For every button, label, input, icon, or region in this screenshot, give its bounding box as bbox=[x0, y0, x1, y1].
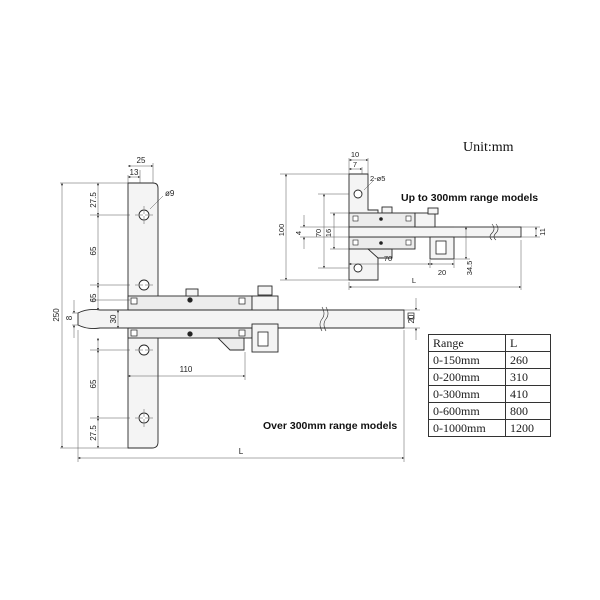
large-hole-3 bbox=[138, 344, 150, 356]
range-cell: 0-150mm bbox=[428, 351, 506, 369]
header-L: L bbox=[505, 334, 551, 352]
dim-27-5-bottom: 27.5 bbox=[89, 425, 98, 441]
table-row: 0-150mm 260 bbox=[428, 351, 551, 369]
header-range: Range bbox=[428, 334, 506, 352]
dim-11: 11 bbox=[538, 228, 547, 236]
dim-30: 30 bbox=[109, 314, 118, 323]
dim-70-horizontal: 70 bbox=[384, 254, 392, 263]
large-hole-1 bbox=[138, 209, 150, 221]
dim-13: 13 bbox=[130, 168, 139, 177]
range-table-header: Range L bbox=[428, 334, 551, 352]
dim-110: 110 bbox=[180, 365, 193, 374]
large-slider-knob bbox=[257, 285, 273, 296]
dim-hole-diameter: ø9 bbox=[165, 189, 175, 198]
large-model-drawing: 25 13 ø9 27.5 65 65 250 8 30 65 110 27.5… bbox=[52, 156, 420, 462]
small-model-drawing: 10 7 2-ø5 100 70 16 4 70 20 34.5 11 L Up… bbox=[277, 150, 547, 290]
small-main-beam bbox=[348, 226, 522, 238]
dim-4: 4 bbox=[294, 231, 303, 235]
dim-70-vertical: 70 bbox=[314, 229, 323, 237]
large-hole-4 bbox=[138, 412, 150, 424]
range-cell: 0-600mm bbox=[428, 402, 506, 420]
length-cell: 1200 bbox=[505, 419, 551, 437]
dim-27-5-top: 27.5 bbox=[89, 192, 98, 208]
dim-2-holes: 2-ø5 bbox=[370, 174, 385, 183]
table-row: 0-1000mm 1200 bbox=[428, 419, 551, 437]
range-table: Range L 0-150mm 260 0-200mm 310 0-300mm … bbox=[428, 334, 551, 437]
small-hole-2 bbox=[353, 263, 363, 273]
range-cell: 0-200mm bbox=[428, 368, 506, 386]
table-row: 0-600mm 800 bbox=[428, 402, 551, 420]
dim-7: 7 bbox=[353, 160, 357, 169]
small-lock-knob bbox=[381, 206, 393, 214]
unit-label: Unit:mm bbox=[463, 140, 514, 155]
table-row: 0-200mm 310 bbox=[428, 368, 551, 386]
large-slider-block bbox=[251, 295, 279, 311]
table-row: 0-300mm 410 bbox=[428, 385, 551, 403]
small-slider-head bbox=[414, 212, 436, 228]
dim-100: 100 bbox=[277, 224, 286, 237]
length-cell: 410 bbox=[505, 385, 551, 403]
large-lock-knob bbox=[185, 288, 199, 297]
dim-250: 250 bbox=[52, 308, 61, 322]
dim-20-large: 20 bbox=[407, 314, 416, 323]
range-cell: 0-300mm bbox=[428, 385, 506, 403]
caption-small-model: Up to 300mm range models bbox=[401, 192, 538, 204]
dim-34-5: 34.5 bbox=[465, 261, 474, 276]
dim-65-b: 65 bbox=[89, 293, 98, 302]
large-main-beam bbox=[77, 308, 405, 330]
large-hole-2 bbox=[138, 279, 150, 291]
dim-65-a: 65 bbox=[89, 246, 98, 255]
small-hole-1 bbox=[353, 189, 363, 199]
length-cell: 310 bbox=[505, 368, 551, 386]
dim-20-small: 20 bbox=[438, 268, 446, 277]
large-slider-lower bbox=[251, 323, 279, 353]
dim-10: 10 bbox=[351, 150, 359, 159]
dim-16: 16 bbox=[324, 229, 333, 237]
dim-L-large: L bbox=[239, 447, 244, 456]
dim-L-small: L bbox=[412, 276, 416, 285]
length-cell: 800 bbox=[505, 402, 551, 420]
dim-65-c: 65 bbox=[89, 379, 98, 388]
range-cell: 0-1000mm bbox=[428, 419, 506, 437]
length-cell: 260 bbox=[505, 351, 551, 369]
caption-large-model: Over 300mm range models bbox=[263, 420, 397, 432]
dim-25: 25 bbox=[137, 156, 146, 165]
dim-8: 8 bbox=[65, 315, 74, 320]
